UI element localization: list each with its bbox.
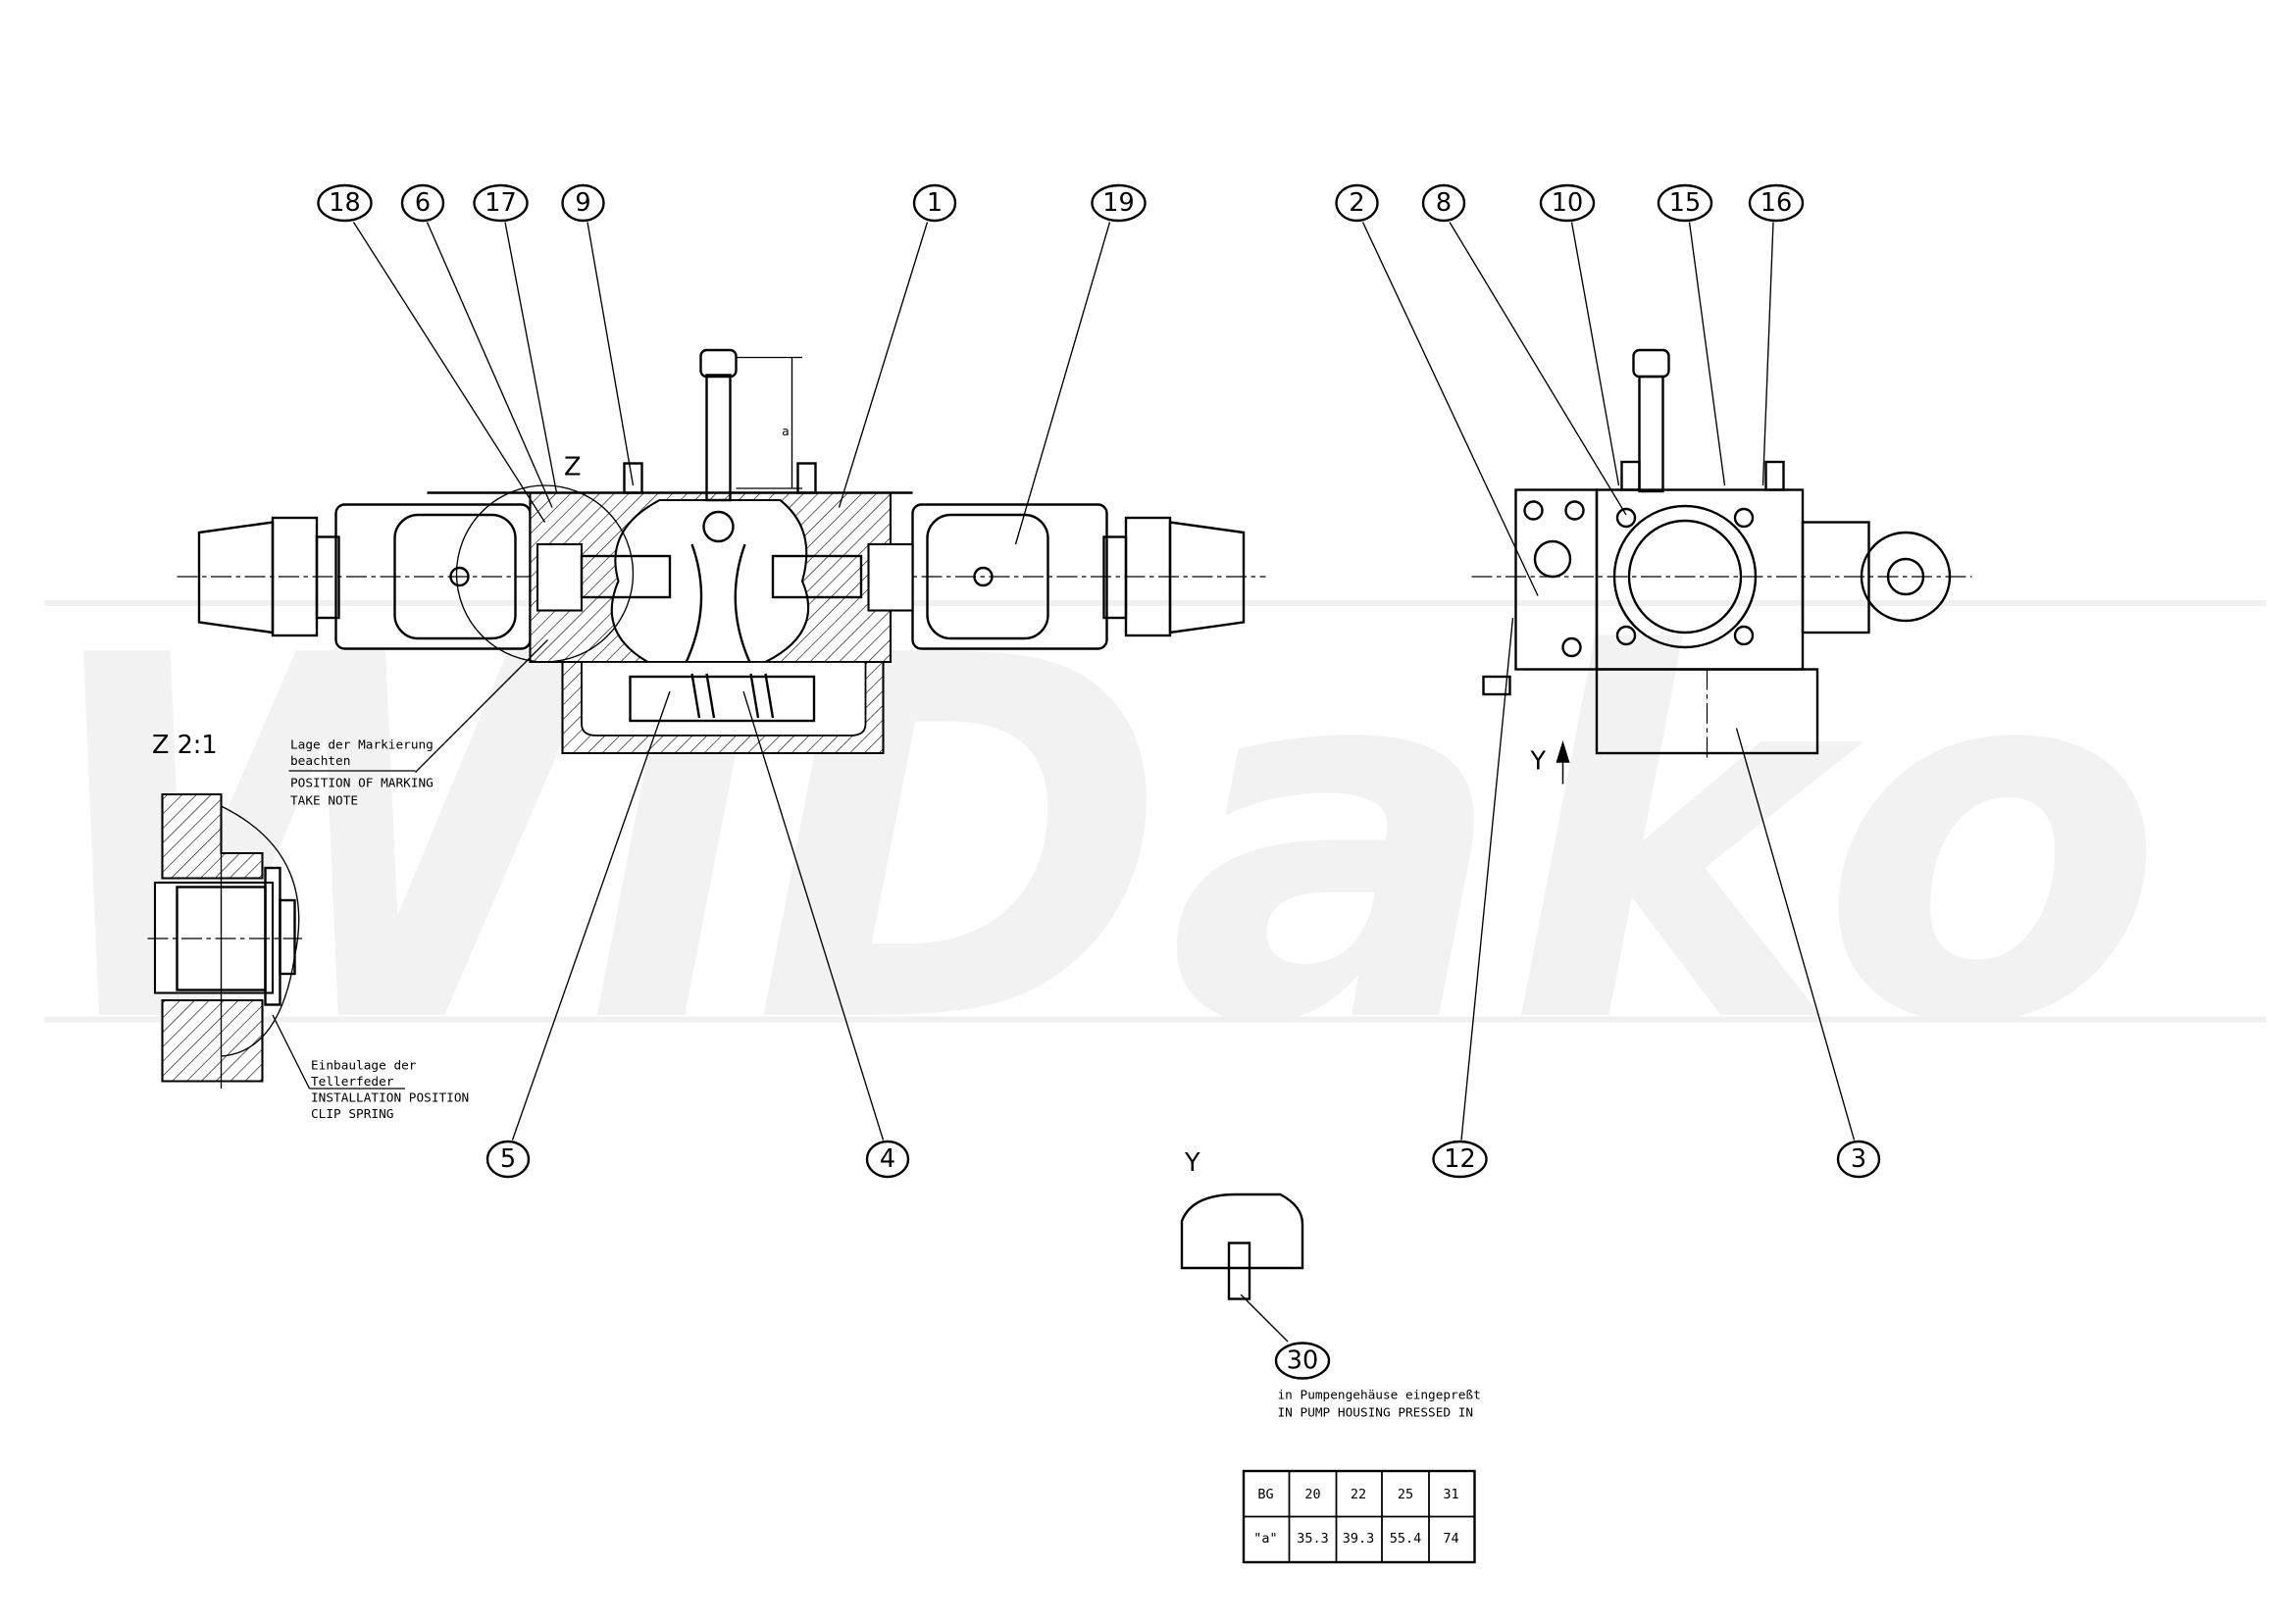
svg-text:9: 9 [575,188,590,218]
balloon-5: 5 [485,1140,531,1179]
table-cell: 55.4 [1390,1531,1422,1547]
balloon-3: 3 [1836,1140,1881,1179]
y-view: Y [1180,1148,1304,1343]
svg-text:INSTALLATION POSITION: INSTALLATION POSITION [311,1091,469,1106]
svg-text:2: 2 [1349,188,1364,218]
table-cell: 20 [1304,1487,1320,1502]
svg-text:12: 12 [1444,1144,1475,1174]
svg-text:Lage der Markierung: Lage der Markierung [290,738,434,753]
svg-text:Tellerfeder: Tellerfeder [311,1075,394,1090]
detail-z-marker: Z [564,453,581,482]
svg-text:CLIP SPRING: CLIP SPRING [311,1107,393,1122]
svg-text:6: 6 [415,188,431,218]
balloon-12: 12 [1432,1140,1488,1179]
table-cell: 74 [1443,1531,1458,1547]
svg-text:beachten: beachten [290,754,350,769]
svg-text:3: 3 [1851,1144,1866,1174]
balloon-30: 30 [1274,1342,1331,1380]
svg-text:5: 5 [500,1144,516,1174]
svg-text:WiDako: WiDako [30,552,2165,1134]
balloon-10: 10 [1539,183,1596,223]
balloon-18: 18 [317,183,373,223]
svg-text:16: 16 [1760,188,1792,218]
side-view: Y [1471,348,1972,785]
table-cell: 22 [1351,1487,1366,1502]
detail-z-title: Z 2:1 [152,731,218,760]
svg-text:4: 4 [880,1144,895,1174]
view-y-title: Y [1184,1148,1200,1178]
svg-text:8: 8 [1436,188,1452,218]
table-cell: BG [1257,1487,1273,1502]
svg-text:IN PUMP HOUSING PRESSED IN: IN PUMP HOUSING PRESSED IN [1278,1406,1474,1421]
svg-text:Einbaulage der: Einbaulage der [311,1059,417,1074]
balloon-8: 8 [1421,183,1466,223]
balloon-4: 4 [865,1140,910,1179]
balloon-9: 9 [561,183,605,223]
note-marking: Lage der Markierung beachten POSITION OF… [290,738,434,809]
balloon-17: 17 [473,183,529,223]
leader-lines [272,222,1856,1141]
svg-text:19: 19 [1102,188,1134,218]
svg-text:30: 30 [1287,1346,1318,1376]
table-cell: "a" [1253,1531,1277,1547]
svg-text:in Pumpengehäuse eingepreßt: in Pumpengehäuse eingepreßt [1278,1389,1481,1403]
watermark-logo: WiDako [30,552,2267,1134]
table-cell: 35.3 [1297,1531,1329,1547]
detail-z-circle [455,484,635,663]
svg-text:17: 17 [485,188,516,218]
hand-lever [705,374,732,502]
svg-text:1: 1 [927,188,943,218]
balloon-2: 2 [1335,183,1379,223]
svg-text:TAKE NOTE: TAKE NOTE [290,794,358,809]
table-cell: 39.3 [1343,1531,1375,1547]
main-section-view: Z a [177,348,1266,755]
svg-text:10: 10 [1552,188,1583,218]
detail-z-view: Z 2:1 [147,731,303,1089]
balloon-1: 1 [912,183,957,223]
dimension-a-label: a [782,425,790,439]
note-clip-spring: Einbaulage der Tellerfeder INSTALLATION … [311,1059,469,1123]
table-cell: 31 [1443,1487,1458,1502]
table-cell: 25 [1398,1487,1413,1502]
view-y-marker: Y [1530,747,1547,777]
balloon-6: 6 [400,183,445,223]
balloon-15: 15 [1657,183,1713,223]
note-pin-pressed-in: in Pumpengehäuse eingepreßt IN PUMP HOUS… [1278,1389,1481,1421]
balloon-19: 19 [1091,183,1147,223]
balloon-16: 16 [1748,183,1805,223]
svg-text:18: 18 [329,188,360,218]
svg-text:POSITION OF MARKING: POSITION OF MARKING [290,777,434,791]
size-table: BG 20 22 25 31 "a" 35.3 39.3 55.4 74 [1242,1469,1476,1564]
svg-text:15: 15 [1669,188,1701,218]
